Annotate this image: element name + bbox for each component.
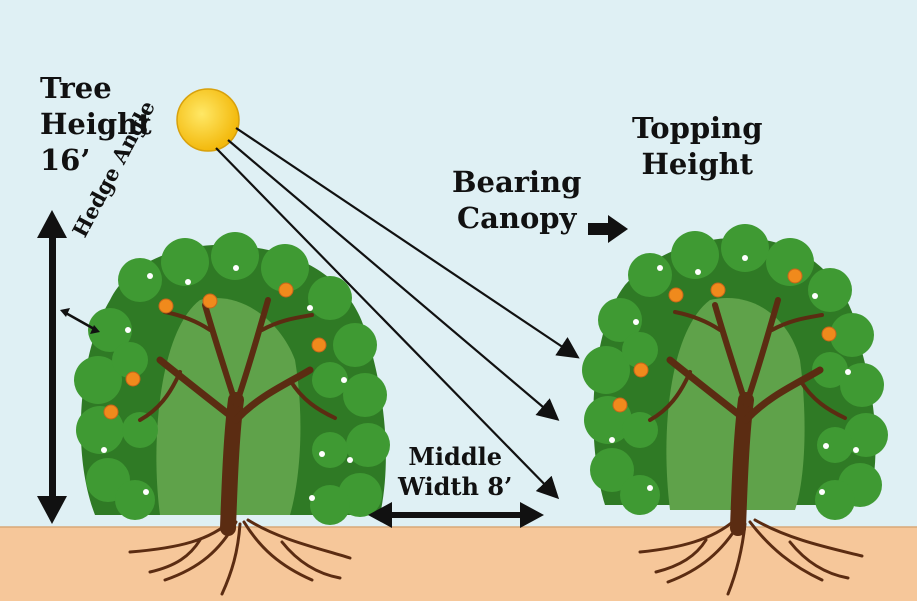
bearing-canopy-label: Bearing Canopy [452, 164, 581, 236]
hedge-angle-arrow [60, 308, 100, 334]
bearing-canopy-line-1: Bearing [452, 165, 582, 199]
tree-height-line-1: Tree [40, 71, 112, 105]
middle-width-line-1: Middle [408, 442, 502, 471]
left-tree-blossoms [101, 265, 353, 501]
right-tree-trunk [648, 297, 847, 536]
right-tree-fruit [612, 268, 837, 413]
sun-ray-lower [215, 147, 560, 500]
topping-height-line-2: Height [641, 147, 754, 181]
bearing-canopy-arrow [588, 215, 628, 243]
ground [0, 527, 917, 601]
sun-icon [176, 88, 240, 152]
topping-height-line-1: Topping [632, 111, 763, 145]
middle-width-label: Middle Width 8’ [398, 442, 512, 502]
right-tree-blossoms [609, 255, 859, 495]
sun-ray-upper [235, 127, 580, 359]
left-tree-roots [128, 518, 352, 596]
tree-height-label: Tree Height 16’ [40, 70, 152, 178]
right-tree [582, 224, 888, 596]
bearing-canopy-line-2: Canopy [456, 201, 577, 235]
tree-height-line-3: 16’ [40, 143, 91, 177]
middle-width-line-2: Width 8’ [398, 472, 513, 501]
sun-rays [215, 127, 580, 500]
tree-height-arrow [37, 210, 67, 524]
middle-width-arrow [368, 502, 544, 528]
left-tree-trunk [138, 297, 337, 536]
sun-ray-middle [227, 139, 560, 421]
tree-height-line-2: Height [40, 107, 152, 141]
left-tree-foliage [74, 232, 390, 525]
topping-height-label: Topping Height [632, 110, 763, 182]
left-tree [74, 232, 390, 596]
left-tree-fruit [103, 282, 327, 420]
